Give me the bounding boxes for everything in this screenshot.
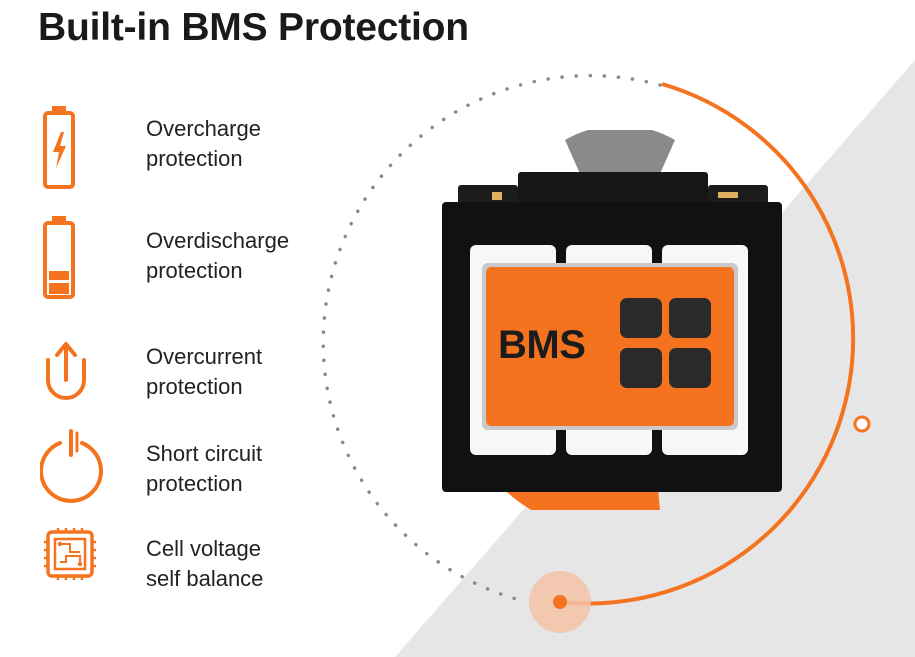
bms-module-label: BMS [498, 323, 586, 367]
page-title: Built-in BMS Protection [38, 6, 469, 49]
chip-icon [44, 528, 96, 580]
overcurrent-arrow-icon [46, 342, 86, 400]
power-icon [40, 429, 103, 503]
low-battery-icon [43, 216, 75, 299]
battery-illustration [442, 130, 782, 510]
orbit-node-bottom [553, 595, 567, 609]
orbit-node-right [853, 415, 871, 433]
charging-battery-icon [43, 106, 75, 189]
